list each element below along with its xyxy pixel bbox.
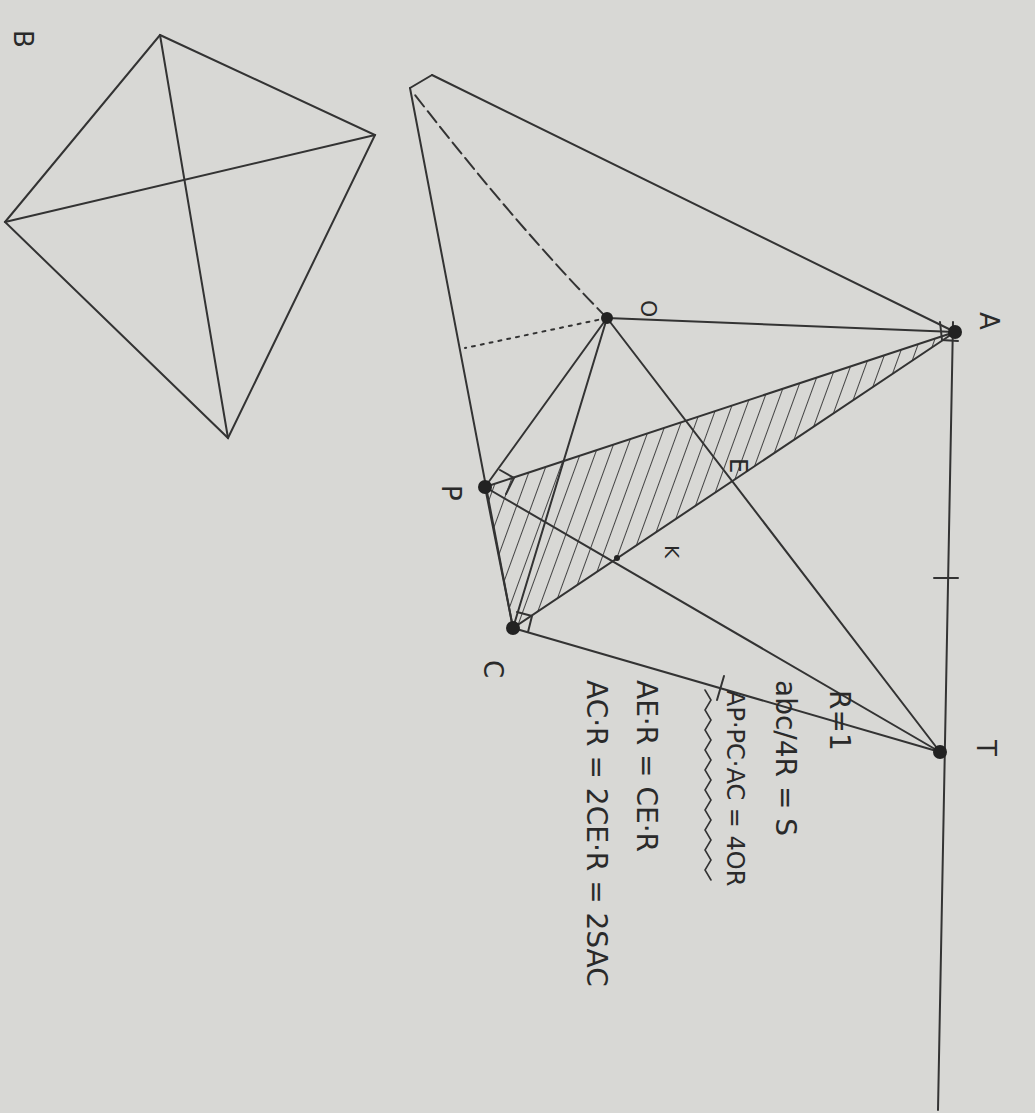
point-dot: [948, 325, 962, 339]
dotted-line: [465, 318, 607, 348]
dashed-line: [415, 95, 607, 318]
point-label: O: [636, 300, 660, 317]
right-angle-mark: [500, 470, 514, 494]
formula-text: AC·R = 2CE·R = 2SAC: [580, 680, 611, 987]
point-label: A: [974, 312, 1003, 330]
point-label: P: [436, 485, 465, 501]
line: [485, 318, 607, 487]
diagonal: [5, 135, 375, 222]
point-dot: [478, 480, 492, 494]
line: [938, 322, 953, 1110]
point-label: T: [971, 740, 1000, 756]
line: [410, 75, 432, 88]
formula-text: R=1: [823, 690, 854, 751]
point-label: B: [8, 30, 37, 48]
line: [432, 75, 955, 332]
formula-text: AE·R = CE·R: [630, 680, 661, 852]
point-dot: [506, 621, 520, 635]
hatched-triangle: [485, 332, 955, 628]
point-label: K: [661, 545, 683, 558]
line: [513, 318, 607, 628]
diagonal: [160, 35, 228, 438]
tick-mark: [934, 577, 958, 579]
line: [410, 88, 513, 628]
line: [607, 318, 955, 332]
point-dot: [614, 555, 620, 561]
wavy-underline: [705, 690, 711, 880]
kite-figure: [5, 35, 375, 438]
formula-text: AP·PC·AC = 4OR: [722, 690, 748, 886]
line: [485, 487, 940, 752]
point-dot: [601, 312, 613, 324]
point-label: C: [478, 660, 507, 678]
point-dot: [933, 745, 947, 759]
point-label: E: [725, 458, 751, 473]
formula-text: abc/4R = S: [769, 680, 800, 836]
